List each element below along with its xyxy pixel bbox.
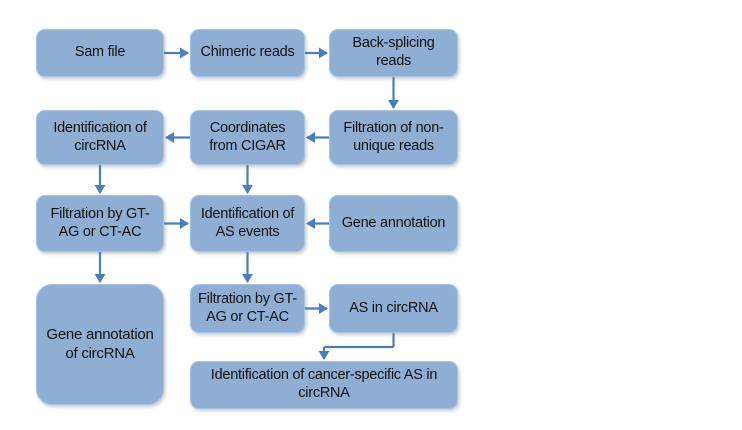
- node-as-in-circrna: AS in circRNA: [329, 284, 458, 333]
- arrow-head: [165, 132, 174, 143]
- node-cancer-specific-as: Identification of cancer-specific AS in …: [190, 361, 458, 409]
- node-filtration-non-unique: Filtration of non-unique reads: [329, 110, 458, 165]
- node-coordinates-cigar: Coordinates from CIGAR: [190, 110, 305, 165]
- arrow-head: [94, 185, 106, 194]
- arrow-backsplicing-to-filtration: [388, 77, 399, 109]
- node-filtration-gtag-1: Filtration by GT-AG or CT-AC: [36, 195, 164, 252]
- arrow-gtag1-to-geneannotcirc: [94, 252, 106, 283]
- arrow-identcirc-to-gtag1: [94, 165, 106, 194]
- node-label: Gene annotation: [341, 214, 446, 231]
- node-label: Identification of cancer-specific AS in …: [210, 367, 438, 401]
- arrow-ascirc-to-cancerspecific: [318, 333, 395, 360]
- node-label: Identification of circRNA: [53, 119, 147, 154]
- arrow-head: [388, 100, 399, 109]
- arrow-head: [180, 47, 189, 59]
- node-identification-circrna: Identification of circRNA: [36, 110, 164, 165]
- arrow-head: [242, 185, 253, 194]
- arrow-identas-to-gtag2: [242, 252, 253, 283]
- arrow-head: [180, 218, 189, 229]
- node-label: Filtration of non-unique reads: [343, 119, 444, 154]
- arrow-gtag2-to-ascirc: [305, 303, 328, 314]
- node-chimeric-reads: Chimeric reads: [190, 29, 305, 77]
- node-label: Sam file: [74, 44, 126, 61]
- node-label: Back-splicing reads: [352, 35, 435, 69]
- node-label: Chimeric reads: [200, 44, 295, 61]
- arrow-sam-to-chimeric: [164, 47, 189, 59]
- node-identification-as: Identification of AS events: [190, 195, 305, 252]
- arrow-chimeric-to-backsplicing: [305, 47, 328, 59]
- arrow-head: [242, 274, 253, 283]
- node-sam-file: Sam file: [36, 29, 164, 77]
- arrow-head: [318, 351, 330, 360]
- arrow-head: [319, 303, 328, 314]
- arrow-geneannot-to-identas: [306, 218, 329, 229]
- node-label: Gene annotation of circRNA: [46, 326, 154, 362]
- node-label: Coordinates from CIGAR: [209, 119, 286, 154]
- arrow-gtag1-to-identas: [164, 218, 189, 229]
- arrow-filtration-to-coordinates: [306, 132, 329, 143]
- node-filtration-gtag-2: Filtration by GT-AG or CT-AC: [190, 284, 305, 333]
- arrow-head: [306, 132, 315, 143]
- node-label: AS in circRNA: [349, 299, 438, 316]
- arrow-coordinates-to-identcirc: [165, 132, 190, 143]
- node-gene-annotation-circrna: Gene annotation of circRNA: [36, 284, 164, 405]
- arrow-head: [306, 218, 315, 229]
- node-back-splicing-reads: Back-splicing reads: [329, 29, 458, 77]
- node-label: Filtration by GT-AG or CT-AC: [50, 205, 150, 240]
- node-label: Identification of AS events: [200, 205, 295, 240]
- arrow-head: [94, 274, 106, 283]
- arrow-head: [319, 47, 328, 59]
- arrow-coordinates-to-identas: [242, 165, 253, 194]
- node-gene-annotation: Gene annotation: [329, 195, 458, 252]
- node-label: Filtration by GT-AG or CT-AC: [198, 290, 297, 325]
